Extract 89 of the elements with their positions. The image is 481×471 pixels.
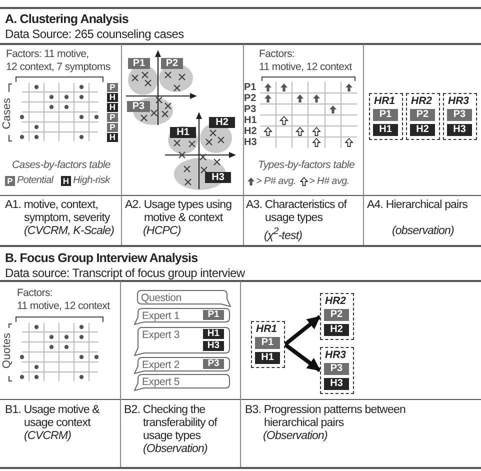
speech-bubble — [134, 327, 230, 356]
type-badge: H1 — [203, 329, 224, 339]
type-badge: P1 — [203, 310, 224, 320]
panel-caption: B3. Progression patterns between hierarchical pairs — [245, 404, 406, 430]
bubble-text: Expert 5 — [142, 376, 180, 388]
speech-bubble — [137, 290, 231, 307]
method-note: (CVCRM, K-Scale) — [24, 225, 114, 238]
source-text: Data Source: 265 counseling cases — [5, 27, 184, 42]
section-heading: A. Clustering Analysis — [5, 12, 128, 27]
factors-text: Factors: 11 motive, 12 context, 7 symptoms — [6, 48, 110, 73]
method-note: (Observation) — [263, 430, 328, 443]
type-badge: H2 — [209, 117, 235, 128]
factors-text: Factors: 11 motive, 12 context — [17, 287, 110, 312]
type-badge: P — [107, 122, 118, 132]
arrow — [284, 342, 322, 372]
row-label: P2 — [244, 92, 256, 104]
type-badge: H1 — [170, 127, 196, 138]
pair-box — [369, 93, 403, 140]
method-note: (observation) — [392, 225, 454, 238]
pair-box — [320, 347, 354, 394]
type-badge: H — [61, 176, 71, 186]
type-badge: H — [107, 102, 118, 112]
pair-box — [406, 93, 440, 140]
type-badge: P3 — [203, 359, 224, 369]
pair-title: HR1 — [256, 323, 278, 335]
axis-label: Cases — [1, 98, 13, 130]
pair-box — [320, 293, 354, 340]
method-note: (HCPC) — [143, 225, 181, 238]
speech-bubble — [134, 357, 230, 374]
pair-title: HR2 — [325, 295, 346, 307]
panel-caption: A3. Characteristics of usage types — [246, 199, 346, 225]
type-badge: H3 — [205, 172, 231, 183]
table-caption: Types-by-factors table — [258, 159, 354, 172]
type-badge: P — [107, 112, 118, 122]
pair-box — [443, 93, 477, 140]
factors-text: Factors: 11 motive, 12 context — [259, 48, 352, 73]
legend-text: High-risk — [73, 175, 110, 187]
axis-label: Quotes — [1, 333, 13, 368]
speech-bubble — [134, 374, 230, 391]
panel-caption: A2. Usage types using motive & context — [125, 199, 232, 225]
type-badge: P3 — [324, 363, 349, 375]
type-badge: P1 — [373, 109, 398, 121]
bubble-text: Expert 3 — [142, 328, 180, 342]
pair-title: HR3 — [448, 95, 470, 107]
arrow — [284, 314, 322, 346]
type-badge: P — [107, 82, 118, 92]
type-badge: H — [107, 132, 118, 142]
type-badge: P1 — [255, 337, 280, 349]
type-badge: P2 — [324, 309, 349, 321]
panel-caption: A4. Hierarchical pairs — [367, 199, 468, 212]
speech-bubble — [134, 308, 230, 325]
row-label: H2 — [244, 126, 257, 136]
method-note: (Observation) — [143, 443, 208, 456]
type-badge: H2 — [324, 324, 349, 336]
source-text: Data source: Transcript of focus group interview — [5, 266, 245, 281]
pair-title: HR3 — [325, 349, 346, 361]
legend-text: > P# avg. — [256, 176, 296, 188]
pair-box — [251, 321, 285, 368]
type-badge: P2 — [161, 58, 183, 69]
type-badge: H2 — [410, 124, 435, 136]
type-badge: H3 — [447, 124, 472, 136]
type-badge: P3 — [447, 109, 472, 121]
pair-title: HR1 — [374, 95, 396, 107]
type-badge: P1 — [128, 58, 150, 69]
type-badge: H3 — [203, 341, 224, 351]
method-note: (χ$^{2}$-test) — [264, 225, 302, 243]
type-badge: P3 — [127, 101, 150, 112]
table-caption: Cases-by-factors table — [12, 159, 110, 172]
method-note: (CVCRM) — [24, 430, 72, 443]
type-badge: H1 — [255, 352, 280, 364]
type-badge: P2 — [410, 109, 435, 121]
row-label: P1 — [244, 82, 256, 92]
type-badge: P — [5, 176, 15, 186]
panel-caption: B1. Usage motive & usage context — [5, 404, 100, 430]
pair-title: HR2 — [411, 95, 432, 107]
bubble-text: Question — [141, 292, 182, 304]
row-label: H3 — [244, 136, 257, 148]
type-badge: H3 — [324, 378, 349, 390]
row-label: P3 — [244, 104, 256, 114]
type-badge: H — [107, 92, 118, 102]
section-heading: B. Focus Group Interview Analysis — [5, 251, 198, 266]
panel-caption: B2. Checking the transferability of usage types — [124, 404, 217, 443]
row-label: H1 — [244, 114, 257, 126]
legend-text: > H# avg. — [309, 176, 350, 188]
bubble-text: Expert 2 — [142, 358, 180, 372]
panel-caption: A1. motive, context, symptom, severity — [5, 199, 110, 225]
type-badge: H1 — [373, 124, 398, 136]
bubble-text: Expert 1 — [142, 310, 180, 322]
legend-text: Potential — [17, 175, 54, 187]
